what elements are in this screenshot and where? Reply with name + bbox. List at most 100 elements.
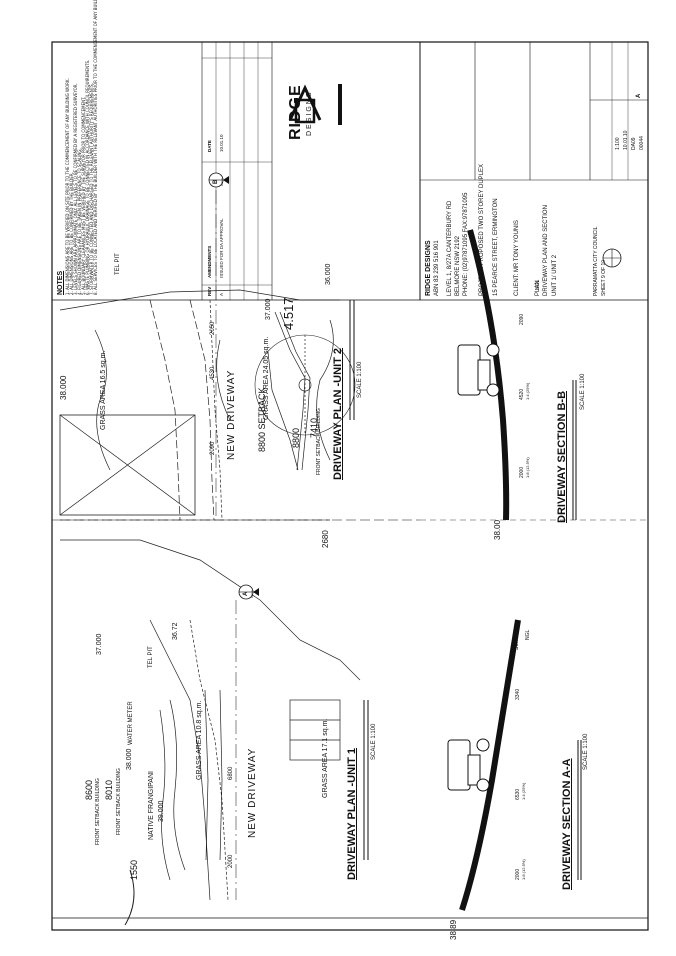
revision-rev: A [218,292,224,296]
council-name: PARRAMATTA CITY COUNCIL [593,226,599,296]
amendment-col-header: AMENDMENTS [206,245,212,278]
unit1-dim-6800: 6800 [228,766,234,780]
unit1-tel-pit: TEL PIT [148,646,154,668]
section-bb-level-start: 38.00 [493,519,502,540]
section-aa-level-start: 38.89 [449,919,458,940]
unit2-level-36000: 36.000 [325,263,332,285]
unit2-plan-linework [59,289,356,521]
unit2-new-driveway: NEW DRIVEWAY [226,369,237,460]
unit2-dim-4517: 4.517 [281,297,296,330]
revision-table-lines [202,42,272,300]
unit1-plan-linework [60,519,361,926]
rev-col-header: REV [206,286,212,296]
drawing-title-line1: DRIVEWAY PLAN AND SECTION [543,205,550,296]
unit2-dim-2090: 2090 [210,441,216,455]
car-section-bb [457,343,500,397]
plan-unit1-scale: SCALE 1:100 [371,723,377,760]
plan-unit1-title: DRIVEWAY PLAN -UNIT 1 [346,747,358,880]
unit2-level-38000: 38.000 [59,375,68,400]
project-client: CLIENT: MR TONY YOUNIS [513,220,520,296]
section-aa-slope-2: 1:4 (25%) [521,782,526,800]
unit2-grass-area-2: GRASS AREA 24.05 sq.m. [263,336,270,420]
unit2-dim-2680: 2680 [321,530,330,548]
unit2-dim-8800: 8800 [291,427,301,448]
logo-name: RIDGE [287,84,304,140]
sheet-number: SHEET 9 OF 10 [601,259,607,296]
unit2-dim-4530: 4530 [210,366,216,380]
sheet-border [51,41,649,931]
section-marker-a-label: A [243,591,249,596]
section-aa-level-end: 36.72 [514,634,520,650]
notes-block: NOTES 1. ALL DIMENSIONS ARE TO BE VERIFI… [57,0,98,295]
company-abn: ABN 83 239 516 901 [434,240,441,296]
section-bb-ground-profile [467,229,510,521]
section-bb-title: DRIVEWAY SECTION B-B [556,390,568,523]
unit1-level-38000: 38.000 [126,748,133,770]
company-block: RIDGE DESIGNS ABN 83 239 516 901 LEVEL 1… [424,184,470,296]
ridge-logo-mark [288,84,342,125]
section-aa-slope-1: 1:8 (12.5%) [521,859,526,880]
logo-sub: DESIGNS [306,90,313,136]
sheet-info-block: PARRAMATTA CITY COUNCIL SHEET 9 OF 10 [592,184,608,296]
section-bb-dim-2090: 2090 [519,313,525,325]
unit2-front-setback: FRONT SETBACK BUILDING [316,408,322,475]
unit1-native-frangipani: NATIVE FRANGIPANI [148,771,155,840]
job-number: 00044 [639,136,645,150]
project-block: PROJECT: PROPOSED TWO STOREY DUPLEX 15 P… [478,163,521,296]
section-marker-b [208,172,229,188]
company-address2: BELMORE NSW 2192 [454,235,461,296]
drawing-number: DA09 [631,137,637,150]
revision-date: 10.01.10 [218,134,224,152]
unit1-new-driveway: NEW DRIVEWAY [247,747,258,838]
unit1-water-meter: WATER METER [128,701,134,745]
section-aa-scale: SCALE 1:100 [583,733,589,770]
section-marker-a [238,584,259,600]
plan-unit2-scale: SCALE 1:100 [357,361,363,398]
section-bb-scale: SCALE 1:100 [580,373,586,410]
revision-header-row: REV AMENDMENTS DATE [204,46,216,296]
project-address: 15 PEARCE STREET, ERMINGTON [493,198,500,296]
drawing-scale: 1:100 [615,137,621,150]
unit1-front-setback-2: FRONT SETBACK BUILDING [116,768,122,835]
unit1-setback-8600: 8600 [84,779,94,800]
unit1-grass-area-1: GRASS AREA 10.8 sq.m. [196,700,203,780]
unit1-level-39000: 39.000 [158,800,165,822]
unit2-tel-pit: TEL PIT [115,253,121,275]
drawing-revision: A [636,93,642,98]
section-aa-title: DRIVEWAY SECTION A-A [561,758,573,890]
unit2-grass-area-1: GRASS AREA 16.5 sq.m. [100,350,107,430]
section-bb-ngl: NGL [535,279,541,290]
project-label: PROJECT: PROPOSED TWO STOREY DUPLEX [479,163,485,296]
unit1-dim-1550: 1550 [129,859,139,880]
section-marker-a-sheet: DA10 [250,590,254,598]
notes-heading: NOTES [57,270,64,295]
company-address1: LEVEL 1, 8/27A CANTERBURY RD [446,200,453,296]
unit1-grass-area-2: GRASS AREA 17.1 sq.m. [322,718,329,798]
section-marker-b-sheet: DA10 [220,178,224,186]
scale-date-block: 1:100 10.01.10 [614,131,630,150]
section-bb-slope-1: 1:8 (12.5%) [525,457,530,478]
note-item: 8. ALL SERVICES TO BE LOCATED AND VERIFI… [93,0,98,295]
unit1-setback-8010: 8010 [104,779,114,800]
drawing-number-block: DA09 00044 [630,136,646,150]
company-phone: PHONE: (02)97871095 FAX:97871095 [462,192,469,296]
revision-table: REV AMENDMENTS DATE A ISSUED FOR DA APPR… [204,46,228,296]
date-col-header: DATE [206,140,212,152]
drawing-date: 10.01.10 [623,130,629,150]
unit1-level-36720: 36.72 [172,622,179,640]
unit2-level-37000: 37.000 [265,298,272,320]
unit1-dim-2000: 2000 [228,854,234,868]
unit2-dim-2050: 2050 [210,321,216,335]
car-section-aa [447,738,490,792]
revision-row: A ISSUED FOR DA APPROVAL 10.01.10 [216,46,228,296]
section-aa-dim-3340: 3340 [515,688,521,700]
revision-amendment: ISSUED FOR DA APPROVAL [218,218,224,278]
section-aa-ngl: NGL [525,629,531,640]
plan-unit2-title: DRIVEWAY PLAN -UNIT 2 [332,347,344,480]
unit1-level-37000: 37.000 [96,633,103,655]
section-marker-b-label: B [213,179,219,184]
section-aa-ground-profile [459,619,521,911]
drawing-title-line2: UNIT 1/ UNIT 2 [551,254,558,296]
